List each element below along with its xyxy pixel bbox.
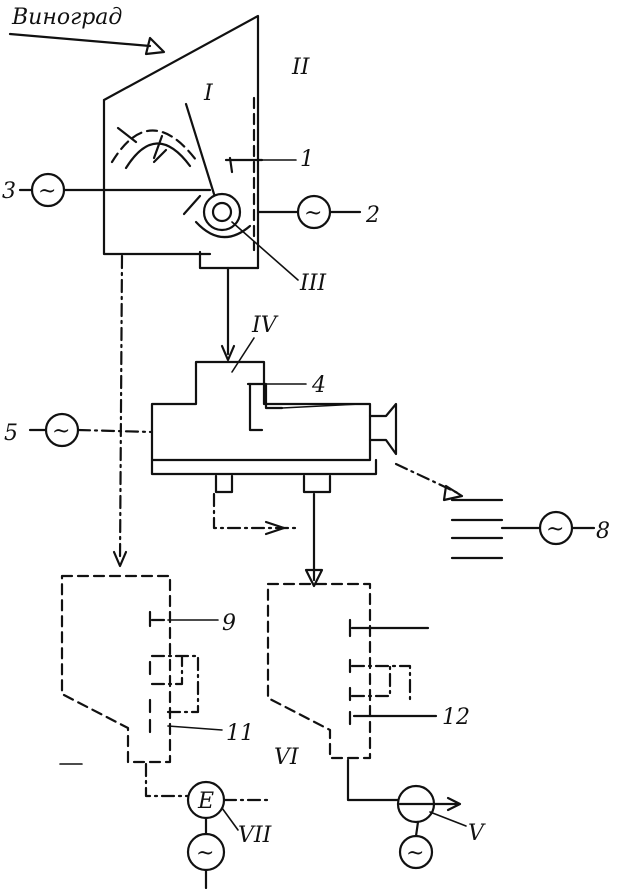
leader-VII — [221, 807, 239, 831]
separator-unit — [150, 360, 398, 494]
label-2: 2 — [365, 203, 380, 228]
label-roman-2: II — [291, 55, 311, 80]
svg-text:~: ~ — [406, 841, 424, 866]
ac-source-3: ~ — [18, 172, 212, 208]
label-roman-7: VII — [238, 823, 273, 848]
motor-vii: E ~ — [144, 762, 272, 889]
vessel-right — [266, 582, 438, 760]
label-roman-4: IV — [251, 313, 279, 338]
arrow-head-separator — [220, 344, 236, 362]
label-11: 11 — [226, 721, 254, 746]
svg-text:~: ~ — [52, 419, 70, 444]
label-roman-1: I — [203, 81, 214, 106]
ac-source-2: ~ — [256, 194, 362, 230]
leader-IV — [231, 337, 255, 373]
title-label: Виноград — [11, 5, 122, 30]
arrow-head-right — [304, 568, 324, 588]
label-5: 5 — [4, 421, 18, 446]
stack-unit: ~ — [450, 498, 596, 560]
input-arrow — [8, 32, 166, 56]
label-roman-6: VI — [274, 745, 300, 770]
leader-11 — [167, 725, 223, 731]
svg-text:~: ~ — [546, 517, 564, 542]
arrow-head-stack — [442, 484, 464, 502]
label-roman-3: III — [299, 271, 327, 296]
svg-text:~: ~ — [196, 841, 214, 866]
svg-text:~: ~ — [38, 179, 56, 204]
pump-v: ~ — [346, 758, 462, 870]
label-1: 1 — [300, 147, 314, 172]
label-9: 9 — [222, 611, 236, 636]
leader-V — [429, 811, 467, 827]
arrow-head-mid — [264, 520, 286, 536]
crusher-unit — [102, 14, 264, 270]
label-12: 12 — [442, 705, 470, 730]
svg-text:E: E — [197, 789, 214, 814]
vessel-left — [59, 574, 200, 765]
arrow-head-left — [112, 550, 128, 568]
ac-source-5: ~ — [28, 412, 154, 448]
label-3: 3 — [2, 179, 16, 204]
link-separator-to-vessel-right-a — [212, 492, 298, 530]
label-8: 8 — [596, 519, 610, 544]
label-roman-5: V — [468, 821, 486, 846]
label-4: 4 — [311, 373, 326, 398]
link-crusher-to-vessel-left — [118, 254, 124, 562]
leader-III — [231, 221, 299, 281]
svg-text:~: ~ — [304, 201, 322, 226]
